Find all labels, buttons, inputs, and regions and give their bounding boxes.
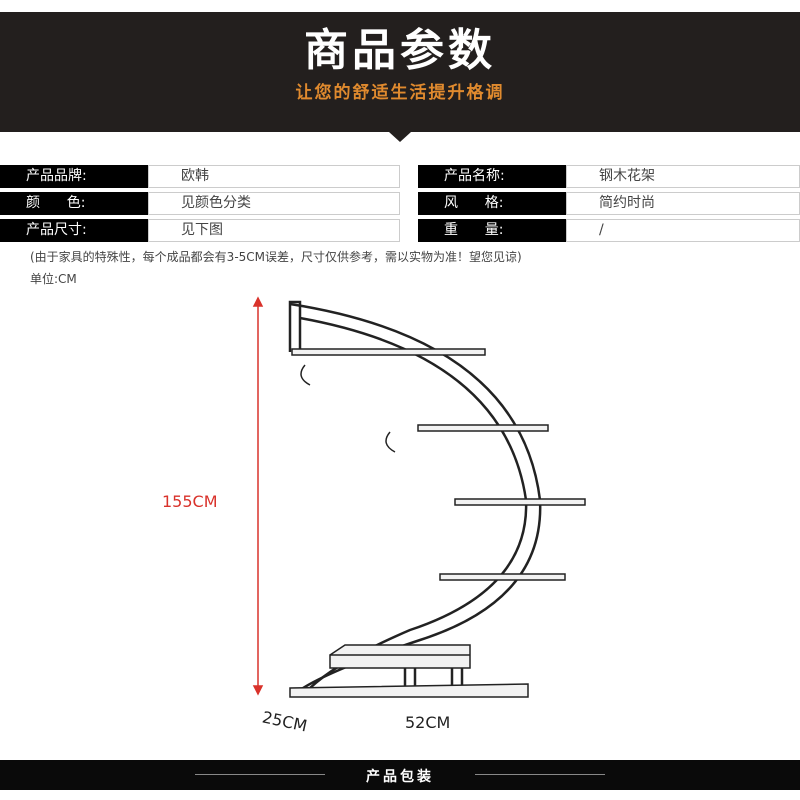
spec-label: 颜 色: xyxy=(0,192,148,215)
header-banner: 商品参数 让您的舒适生活提升格调 xyxy=(0,12,800,132)
footer-title: 产品包装 xyxy=(366,769,434,785)
unit-label: 单位:CM xyxy=(30,272,77,286)
spec-row-size: 产品尺寸:见下图 xyxy=(0,219,400,242)
width-dimension: 52CM xyxy=(405,713,451,732)
shelf-boards xyxy=(289,348,586,698)
shelf-board xyxy=(417,424,549,432)
spec-label: 产品名称: xyxy=(418,165,566,188)
header-notch xyxy=(389,132,411,142)
step-shelf xyxy=(329,644,471,669)
spec-row-color: 颜 色:见颜色分类 xyxy=(0,192,400,215)
spec-row-brand: 产品品牌:欧韩 xyxy=(0,165,400,188)
page-subtitle: 让您的舒适生活提升格调 xyxy=(295,83,505,103)
shelf-board xyxy=(439,573,566,581)
page-title: 商品参数 xyxy=(304,25,496,76)
dimension-lines xyxy=(252,296,264,696)
spec-label: 风 格: xyxy=(418,192,566,215)
shelf-board xyxy=(454,498,586,506)
spec-row-weight: 重 量:/ xyxy=(418,219,800,242)
spec-value: 见颜色分类 xyxy=(148,192,400,215)
divider xyxy=(195,774,325,775)
spec-row-name: 产品名称:钢木花架 xyxy=(418,165,800,188)
tolerance-note: (由于家具的特殊性，每个成品都会有3-5CM误差，尺寸仅供参考，需以实物为准！望… xyxy=(30,250,522,264)
spec-row-style: 风 格:简约时尚 xyxy=(418,192,800,215)
spec-value: 欧韩 xyxy=(148,165,400,188)
shelf-board xyxy=(291,348,486,356)
spec-label: 产品品牌: xyxy=(0,165,148,188)
divider xyxy=(475,774,605,775)
shelf-frame xyxy=(288,300,542,692)
spec-value: 见下图 xyxy=(148,219,400,242)
height-dimension: 155CM xyxy=(162,492,218,511)
footer-banner: 产品包装 xyxy=(0,760,800,790)
base-board xyxy=(289,683,529,698)
spec-label: 重 量: xyxy=(418,219,566,242)
spec-label: 产品尺寸: xyxy=(0,219,148,242)
